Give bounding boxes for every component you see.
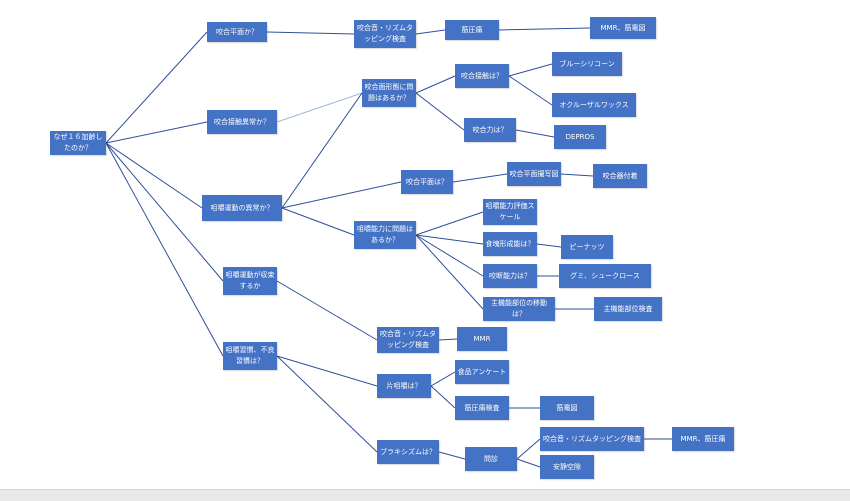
- edge-n_occlusal_contact-to-n_occlusal_wax: [508, 75, 553, 106]
- edge-n_mastication_abnormal-to-n_occlusal_form: [281, 92, 363, 209]
- edge-n_interview-to-n_stable_occlusion: [516, 458, 541, 468]
- edge-n_bolus_formation-to-n_peanuts: [536, 243, 562, 248]
- node-occlusal-rhythm-1[interactable]: 咬合音・リズムタッピング検査: [354, 20, 416, 48]
- node-one-side[interactable]: 片咀嚼は？: [377, 374, 431, 398]
- node-emg[interactable]: 筋電図: [540, 396, 594, 420]
- node-mastication-ability[interactable]: 咀嚼能力に問題はあるか？: [354, 221, 416, 249]
- node-root[interactable]: なぜ１６加齢したのか？: [50, 131, 106, 155]
- node-mastication-scale[interactable]: 咀嚼能力評価スケール: [483, 199, 537, 225]
- edge-n_interview-to-n_occlusal_rhythm3: [516, 438, 541, 460]
- node-blue-silicone[interactable]: ブルーシリコーン: [552, 52, 622, 76]
- node-mmr-2[interactable]: MMR: [457, 327, 507, 351]
- edge-n_mastication_stable-to-n_occlusal_rhythm2: [276, 280, 378, 341]
- node-mastication-abnormal[interactable]: 咀嚼運動の異常か？: [202, 195, 282, 221]
- node-food-survey[interactable]: 食品アンケート: [455, 360, 509, 384]
- edge-n_bruxism-to-n_interview: [438, 451, 466, 460]
- edge-n_occlusal_rhythm1-to-n_pressure1: [415, 29, 446, 35]
- edge-n_occlusal_form-to-n_occlusal_force: [415, 92, 465, 131]
- edge-n_mastication_abnormal-to-n_occlusal_plane: [281, 181, 402, 209]
- bottom-scroll-bar: [0, 489, 850, 501]
- edge-root-to-n_bite_force: [105, 31, 208, 144]
- node-bruxism[interactable]: ブラキシズムは？: [377, 440, 439, 464]
- edge-root-to-n_habits: [105, 142, 224, 357]
- edge-n_bite_force-to-n_occlusal_rhythm1: [266, 31, 355, 35]
- edge-n_habits-to-n_one_side: [276, 355, 378, 387]
- edge-n_occlusal_form-to-n_occlusal_contact: [415, 75, 456, 94]
- edge-n_one_side-to-n_tenderness: [430, 385, 456, 409]
- node-occlusal-wax[interactable]: オクルーザルワックス: [552, 93, 636, 117]
- node-stable-occlusion[interactable]: 安静空隙: [540, 455, 594, 479]
- node-main-region[interactable]: 主機能部位の移動は？: [483, 297, 555, 321]
- node-interview[interactable]: 問診: [465, 447, 517, 471]
- node-occlusal-form[interactable]: 咬合面形態に問題はあるか？: [362, 79, 416, 107]
- edge-n_mastication_ability-to-n_mastication_scale: [415, 211, 484, 236]
- edge-n_one_side-to-n_food_survey: [430, 371, 456, 387]
- node-occlusal-photo[interactable]: 咬合平面撮写図: [507, 162, 561, 186]
- node-occlusal-contact[interactable]: 咬合接触は？: [455, 64, 509, 88]
- edge-n_contact_abnormal-to-n_occlusal_form: [276, 92, 363, 123]
- node-dentpros[interactable]: DEPROS: [554, 125, 606, 149]
- node-mmr-emg-1[interactable]: MMR、筋電図: [590, 17, 656, 39]
- edge-n_occlusal_force-to-n_dentpros: [515, 129, 555, 138]
- node-occlusal-rhythm-2[interactable]: 咬合音・リズムタッピング検査: [377, 327, 439, 353]
- node-bite-force[interactable]: 咬合平面か？: [207, 22, 267, 42]
- node-occlusal-device[interactable]: 咬合器付着: [593, 164, 647, 188]
- edge-n_occlusal_contact-to-n_blue_silicone: [508, 63, 553, 77]
- node-bolus-formation[interactable]: 食塊形成能は？: [483, 232, 537, 256]
- node-habits[interactable]: 咀嚼習慣、不良習慣は？: [223, 342, 277, 370]
- edge-root-to-n_mastication_stable: [105, 142, 224, 282]
- edge-root-to-n_contact_abnormal: [105, 121, 208, 144]
- edge-n_mastication_ability-to-n_crushing: [415, 234, 484, 277]
- edge-n_pressure1-to-n_mmr_emg1: [498, 27, 591, 31]
- node-occlusal-plane[interactable]: 咬合平面は？: [401, 170, 453, 194]
- node-gummy[interactable]: グミ、シュークロース: [559, 264, 651, 288]
- edge-n_occlusal_rhythm2-to-n_mmr2: [438, 338, 458, 341]
- edge-n_mastication_ability-to-n_main_region: [415, 234, 484, 310]
- node-mastication-stable[interactable]: 咀嚼運動が収束するか: [223, 267, 277, 295]
- node-contact-abnormal[interactable]: 咬合接触異常か？: [207, 110, 277, 134]
- node-occlusal-rhythm-3[interactable]: 咬合音・リズムタッピング検査: [540, 427, 644, 451]
- node-crushing[interactable]: 咬断能力は？: [483, 264, 537, 288]
- edge-n_occlusal_plane-to-n_occlusal_photo: [452, 173, 508, 183]
- node-mmr-pressure[interactable]: MMR、筋圧痛: [672, 427, 734, 451]
- edge-n_occlusal_photo-to-n_occlusal_device: [560, 173, 594, 177]
- edge-n_habits-to-n_bruxism: [276, 355, 378, 453]
- node-peanuts[interactable]: ピーナッツ: [561, 235, 613, 259]
- edge-n_mastication_abnormal-to-n_mastication_ability: [281, 207, 355, 236]
- node-tenderness[interactable]: 筋圧痛検査: [455, 396, 509, 420]
- edge-root-to-n_mastication_abnormal: [105, 142, 203, 209]
- node-main-region-exam[interactable]: 主機能部位検査: [594, 297, 662, 321]
- node-pressure-1[interactable]: 筋圧痛: [445, 20, 499, 40]
- node-occlusal-force[interactable]: 咬合力は？: [464, 118, 516, 142]
- edge-n_mastication_ability-to-n_bolus_formation: [415, 234, 484, 245]
